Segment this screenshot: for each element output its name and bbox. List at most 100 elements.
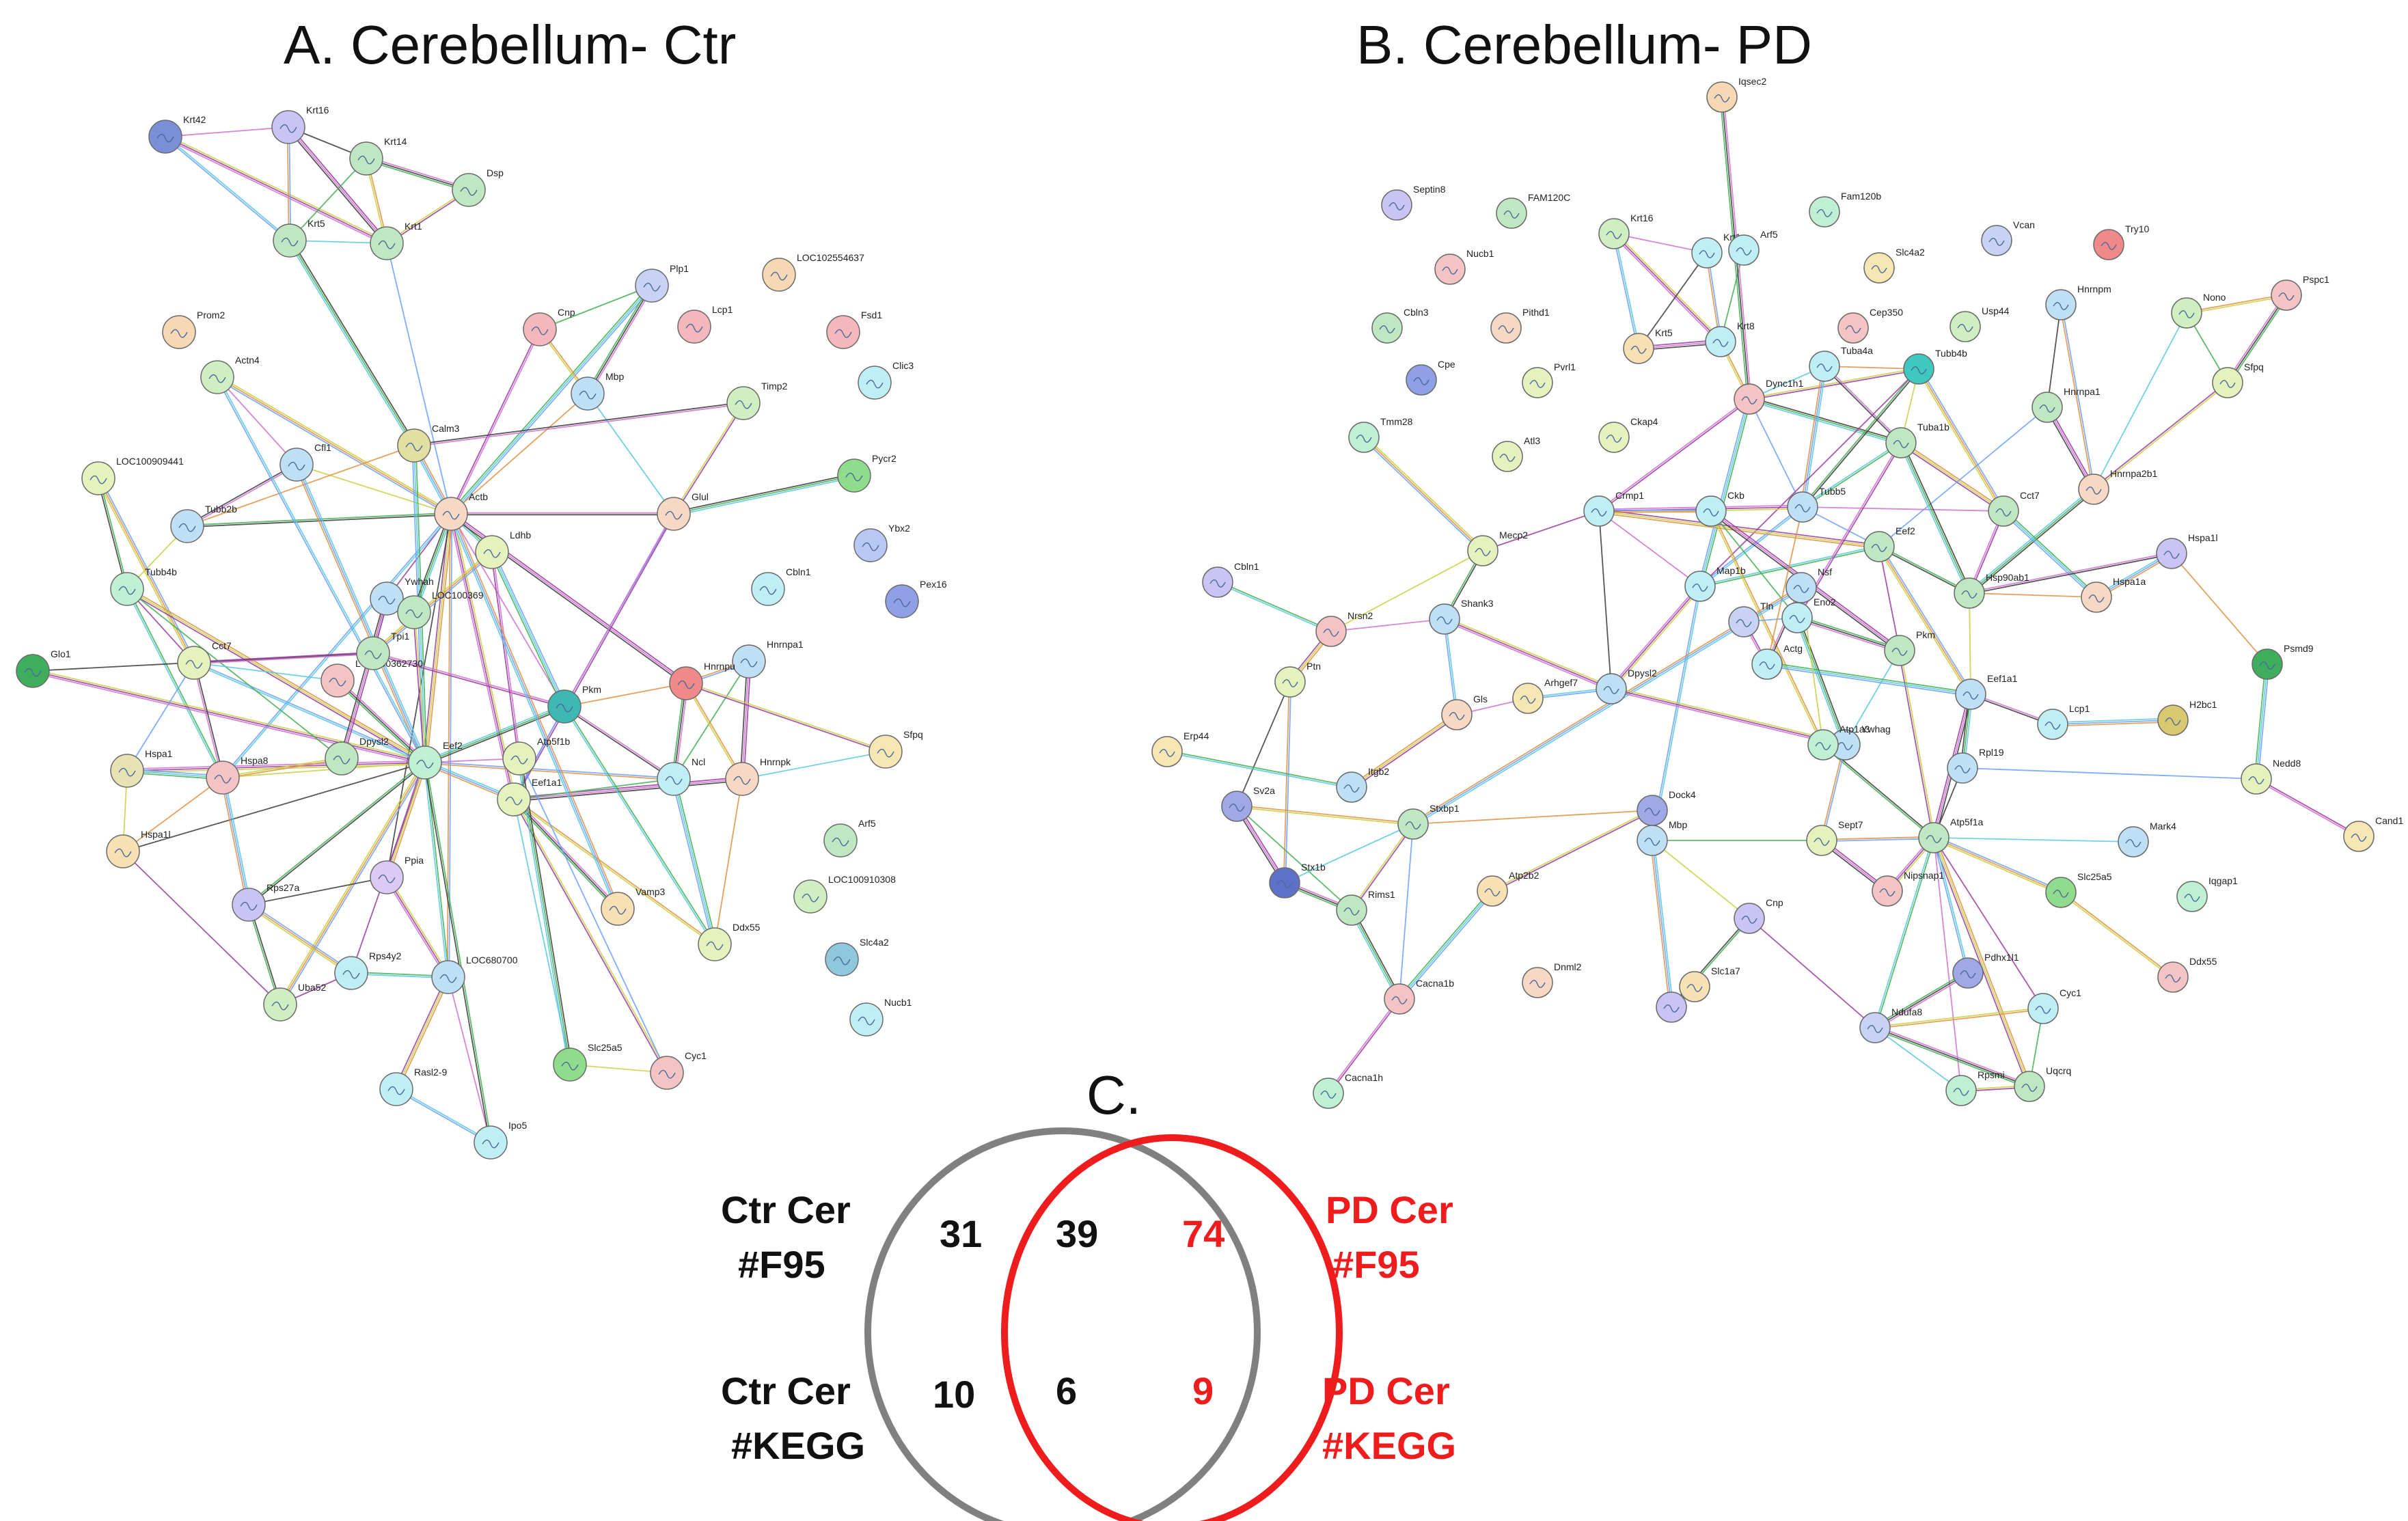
network-edge [1613, 233, 1708, 254]
network-edge [448, 514, 513, 800]
network-edge [1969, 489, 2094, 594]
network-edge [289, 158, 367, 241]
protein-structure-icon [1436, 616, 1453, 625]
node-circle [1781, 602, 1813, 633]
node-label: Cbln3 [1404, 307, 1429, 318]
network-edge [587, 285, 653, 394]
venn-f95-shared-count: 39 [1056, 1212, 1098, 1255]
node-circle [751, 572, 785, 606]
node-label: Cct7 [2020, 490, 2040, 501]
network-edge [1614, 233, 1641, 348]
node-circle [1397, 808, 1429, 840]
node-circle [325, 741, 359, 776]
node-label: Cnp [1766, 897, 1783, 908]
network-node: Ppia [370, 855, 424, 894]
network-edge [1873, 837, 1934, 1028]
protein-structure-icon [1794, 504, 1811, 512]
network-node: H2bc1 [2157, 699, 2217, 736]
node-circle [1384, 983, 1415, 1015]
network-node: Lcp1 [2037, 703, 2090, 740]
network-node: Cacna1h [1313, 1072, 1383, 1109]
network-edge [413, 401, 743, 446]
venn-f95-ctr-only-count: 31 [940, 1212, 982, 1255]
network-edge [1932, 838, 2061, 895]
network-edge [223, 758, 342, 780]
network-edge [1611, 686, 1846, 744]
network-edge [1442, 619, 1457, 715]
node-label: Slc4a2 [860, 937, 889, 948]
node-label: Dnml2 [1554, 961, 1582, 972]
node-circle [1441, 699, 1473, 730]
network-edge [2171, 553, 2268, 665]
node-circle [434, 497, 468, 531]
node-label: Ckap4 [1630, 416, 1658, 427]
network-node: Slc25a5 [2045, 871, 2112, 908]
network-node: Ipo5 [474, 1120, 527, 1160]
network-edge [1875, 974, 1969, 1030]
node-label: Pdhx1l1 [1984, 952, 2019, 963]
node-circle [106, 834, 140, 868]
node-circle [1679, 971, 1710, 1002]
network-node: Hspa1l [106, 829, 171, 868]
network-edge [1349, 910, 1399, 1000]
network-node: Cbln1 [1202, 561, 1259, 598]
network-edge [1599, 508, 1880, 546]
protein-structure-icon [1741, 396, 1757, 405]
network-edge [2186, 293, 2286, 313]
protein-structure-icon [1276, 880, 1293, 888]
network-edge [422, 513, 450, 763]
network-edge [674, 778, 717, 944]
network-edge [2047, 407, 2094, 490]
network-edge [1766, 665, 1971, 697]
network-edge [1443, 620, 1611, 691]
protein-structure-icon [2085, 487, 2102, 495]
pd-cer-kegg-label-line1: PD Cer [1322, 1369, 1450, 1412]
network-node: Atp5f1a [1918, 817, 1983, 853]
network-node: LOC100910308 [793, 874, 896, 914]
node-label: Pkm [582, 684, 601, 695]
protein-structure-icon [1159, 749, 1175, 757]
protein-structure-icon [329, 677, 346, 687]
node-label: Nsf [1818, 566, 1832, 577]
network-node: Tuba1b [1885, 422, 1949, 458]
node-label: Tpi1 [391, 631, 409, 642]
node-label: Ddx55 [2189, 956, 2217, 967]
network-edge [1874, 970, 1968, 1027]
network-edge [672, 402, 743, 514]
node-label: Arf5 [858, 818, 876, 829]
network-edge [217, 374, 452, 513]
node-circle [2241, 763, 2272, 795]
node-circle [669, 666, 703, 700]
node-label: Nedd8 [2273, 758, 2301, 769]
network-node: Sfpq [868, 729, 923, 769]
network-edge [1919, 368, 2006, 511]
network-node: Krt16 [1598, 213, 1654, 249]
node-circle [1809, 351, 1840, 382]
node-circle [1859, 1012, 1891, 1043]
node-label: Vcan [2013, 219, 2035, 230]
node-label: Ipo5 [508, 1120, 527, 1131]
node-label: Atp1a3 [1839, 724, 1870, 735]
network-edge [386, 877, 449, 978]
venn-kegg-shared-count: 6 [1056, 1369, 1077, 1412]
network-node: Atp5f1b [502, 736, 570, 776]
network-node: Krt42 [148, 114, 206, 154]
node-label: Krt16 [306, 105, 329, 115]
network-edge [1875, 1009, 2044, 1030]
node-label: Tln [1760, 601, 1773, 612]
network-node: Cacna1b [1384, 978, 1454, 1015]
node-label: Atp2b2 [1509, 870, 1540, 881]
protein-structure-icon [505, 796, 523, 806]
network-node: Hnrnpa2b1 [2078, 468, 2157, 505]
protein-structure-icon [1484, 888, 1501, 896]
network-edge [1352, 824, 1414, 912]
network-b-edges [1166, 96, 2360, 1095]
network-edge [743, 661, 752, 780]
network-edge [223, 514, 452, 779]
network-node: Ndufa8 [1859, 1006, 1922, 1043]
network-node: Ckb [1695, 490, 1745, 527]
network-edge [341, 598, 387, 759]
node-circle [502, 741, 536, 776]
network-node: Pkm [547, 684, 601, 724]
protein-structure-icon [834, 329, 852, 338]
